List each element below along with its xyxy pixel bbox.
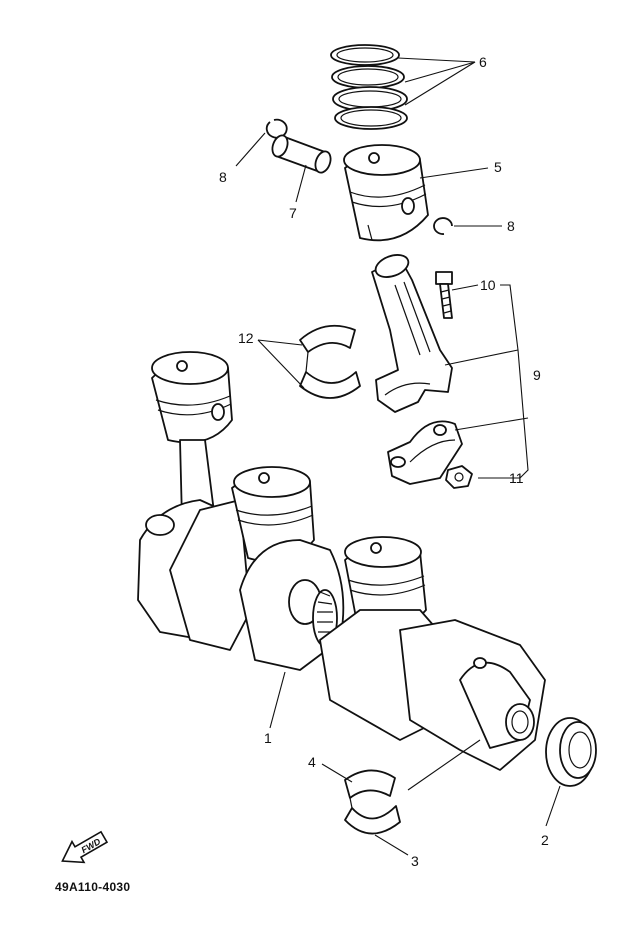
callout-10: 10 bbox=[480, 277, 496, 293]
rod-nut bbox=[445, 465, 473, 489]
rod-cap bbox=[387, 420, 463, 485]
piston bbox=[343, 144, 429, 242]
rod-bolt bbox=[435, 271, 453, 319]
callout-11: 11 bbox=[509, 470, 524, 486]
callout-6: 6 bbox=[479, 54, 487, 70]
crankshaft bbox=[137, 466, 546, 771]
part-code: 49A110-4030 bbox=[55, 880, 130, 894]
circlip-lower bbox=[433, 217, 453, 235]
leader-lines bbox=[235, 57, 561, 856]
piston-rings bbox=[330, 44, 408, 130]
callout-4: 4 bbox=[308, 754, 316, 770]
oil-seal bbox=[545, 717, 597, 787]
callout-9: 9 bbox=[533, 367, 541, 383]
callout-5: 5 bbox=[494, 159, 502, 175]
callout-labels: 6 8 7 5 8 10 12 9 11 1 4 2 3 bbox=[219, 54, 549, 869]
piston-pin bbox=[271, 134, 332, 174]
callout-3: 3 bbox=[411, 853, 419, 869]
callout-12: 12 bbox=[238, 330, 254, 346]
callout-8-right: 8 bbox=[507, 218, 515, 234]
main-bearings bbox=[344, 769, 401, 835]
callout-7: 7 bbox=[289, 205, 297, 221]
connecting-rod bbox=[371, 254, 453, 413]
front-arrow-icon: FWD bbox=[61, 830, 109, 864]
callout-1: 1 bbox=[264, 730, 272, 746]
callout-8-upper: 8 bbox=[219, 169, 227, 185]
big-end-bearings bbox=[299, 324, 361, 399]
callout-2: 2 bbox=[541, 832, 549, 848]
